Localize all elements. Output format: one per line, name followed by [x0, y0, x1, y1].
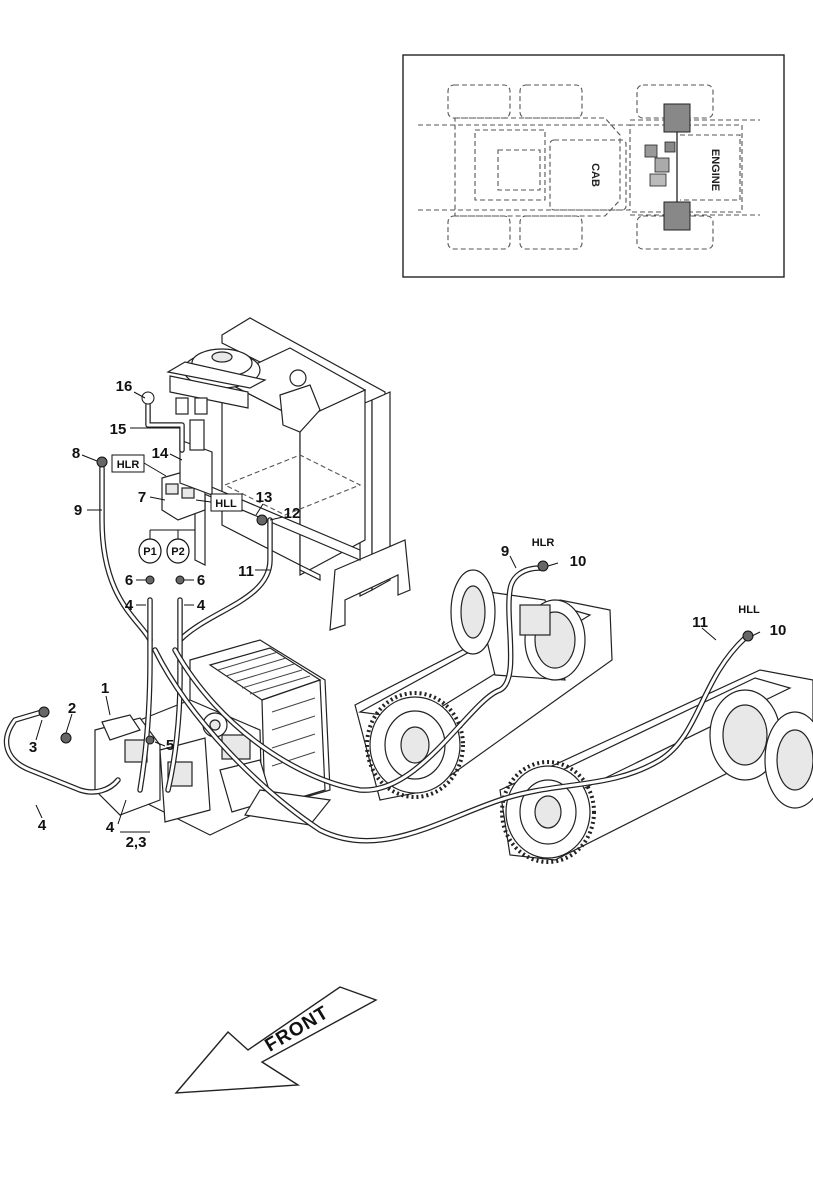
p2-label: P2: [171, 546, 184, 558]
callout-5: 5: [166, 737, 174, 754]
hydraulic-tank-assembly: [161, 317, 411, 631]
front-direction-arrow: FRONT: [174, 986, 378, 1094]
callout-8: 8: [72, 445, 80, 462]
callout-11-right: 11: [692, 614, 708, 631]
pressure-point-p2: P2: [166, 538, 190, 564]
callout-4-p2: 4: [197, 597, 206, 614]
hll-box-label: HLL: [215, 498, 237, 510]
tag-hll-box: HLL: [195, 493, 243, 512]
hoses: [3, 391, 754, 844]
cab-label: CAB: [589, 163, 601, 187]
p1-label: P1: [143, 546, 156, 558]
callout-13: 13: [256, 489, 273, 506]
callout-6-right: 6: [197, 572, 205, 589]
callout-10-lower: 10: [770, 622, 787, 639]
tag-hlr-box: HLR: [111, 454, 167, 477]
callout-1: 1: [101, 680, 109, 697]
hll-right-label: HLL: [738, 604, 760, 616]
axle-lower-hll: [499, 669, 813, 864]
engine-label: ENGINE: [709, 149, 721, 191]
callout-9-left: 9: [74, 502, 82, 519]
callout-10-upper: 10: [570, 553, 587, 570]
hlr-box-label: HLR: [117, 459, 140, 471]
callout-11-left: 11: [238, 563, 254, 580]
hlr-right-label: HLR: [532, 537, 555, 549]
callout-15: 15: [110, 421, 127, 438]
callout-leaders: [35, 391, 761, 833]
callout-6-left: 6: [125, 572, 133, 589]
callout-4-left: 4: [38, 817, 47, 834]
callout-4-p1: 4: [125, 597, 134, 614]
callout-14: 14: [152, 445, 169, 462]
callout-3: 3: [29, 739, 37, 756]
callout-12: 12: [284, 505, 301, 522]
callout-9-right: 9: [501, 543, 509, 560]
callout-4-bottom: 4: [106, 819, 115, 836]
callout-16: 16: [116, 378, 133, 395]
callout-numbers: 16 15 14 8 7 9 13 12 11 6 6 4 4 1 2 3 5 …: [29, 378, 787, 851]
callout-7: 7: [138, 489, 146, 506]
callout-2-3: 2,3: [126, 834, 147, 851]
callout-2: 2: [68, 700, 76, 717]
pressure-point-p1: P1: [138, 529, 195, 564]
locator-inset: CAB ENGINE: [402, 54, 785, 278]
